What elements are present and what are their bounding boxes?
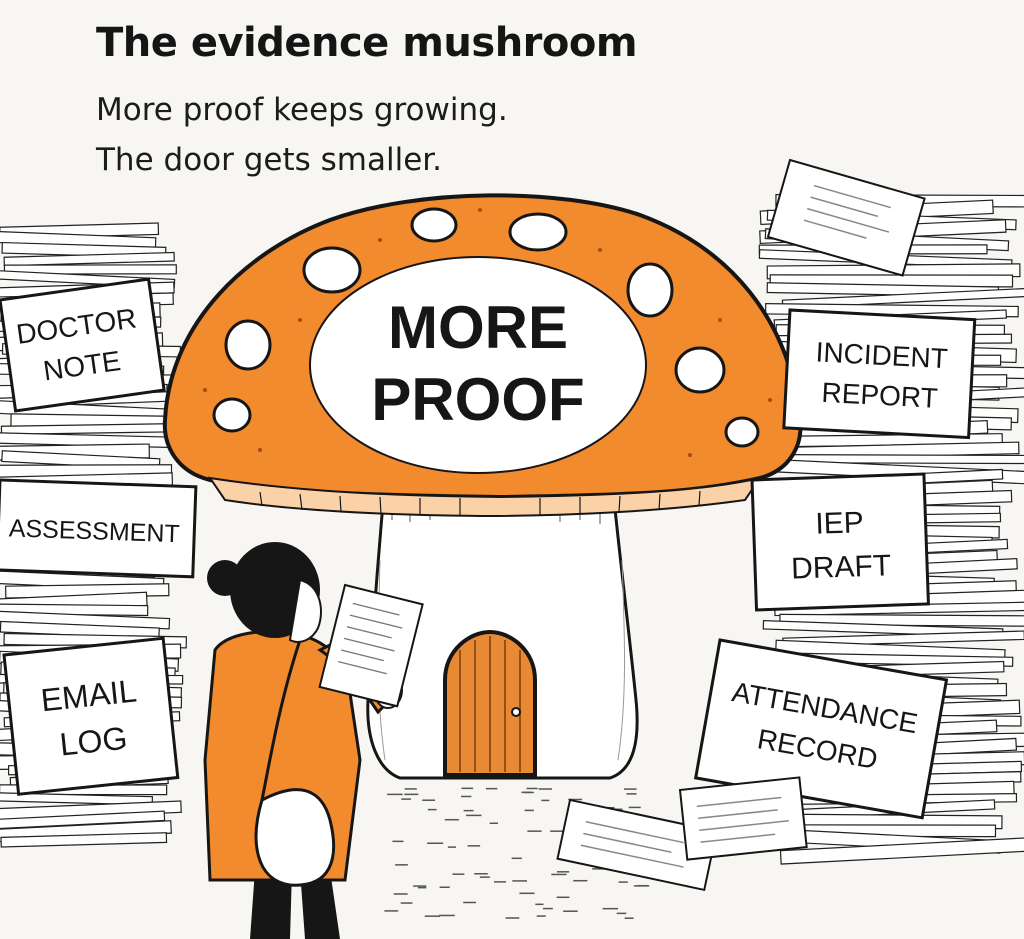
cap-spot (410, 207, 458, 243)
paper-sheet (0, 810, 166, 830)
card-incident-report: INCIDENT REPORT (782, 308, 977, 440)
ground-path (384, 787, 650, 919)
loose-papers (556, 158, 926, 892)
door (443, 629, 537, 777)
paper-sheet (0, 832, 168, 848)
svg-text:LOG: LOG (58, 720, 129, 763)
svg-text:INCIDENT: INCIDENT (815, 336, 949, 374)
cap-spot (302, 246, 362, 294)
cap-label-patch (309, 256, 647, 474)
svg-text:DRAFT: DRAFT (791, 549, 892, 585)
cap-spot (212, 397, 252, 433)
woman-figure (203, 542, 424, 939)
svg-text:REPORT: REPORT (821, 377, 939, 414)
paper-sheet (779, 837, 1024, 865)
cap-text-line-1: MORE (388, 294, 568, 361)
cap-spot (224, 319, 272, 371)
cap-text-line-2: PROOF (371, 366, 584, 433)
subtitle-line-1: More proof keeps growing. (96, 92, 508, 128)
card-email-log: EMAIL LOG (2, 636, 180, 796)
cap-spot (626, 262, 674, 318)
cap-spot (674, 346, 726, 394)
paper-sheet (3, 251, 175, 267)
paper-sheet (0, 423, 167, 435)
mushroom-cap: MORE PROOF (162, 193, 803, 518)
cap-spot (724, 416, 760, 448)
svg-text:IEP: IEP (815, 506, 864, 541)
subtitle-line-2: The door gets smaller. (96, 142, 443, 178)
page-title: The evidence mushroom (96, 20, 638, 66)
paper-sheet (3, 264, 177, 275)
hair-bun (207, 560, 243, 596)
svg-text:ASSESSMENT: ASSESSMENT (8, 514, 180, 548)
door-knob (511, 707, 521, 717)
card-assessment: ASSESSMENT (0, 478, 198, 579)
held-paper (318, 583, 424, 708)
card-doctor-note: DOCTOR NOTE (0, 277, 166, 413)
cap-spot (508, 212, 568, 252)
card-attendance-record: ATTENDANCE RECORD (693, 638, 949, 820)
paper-sheet (0, 792, 154, 806)
card-iep-draft: IEP DRAFT (750, 472, 930, 612)
